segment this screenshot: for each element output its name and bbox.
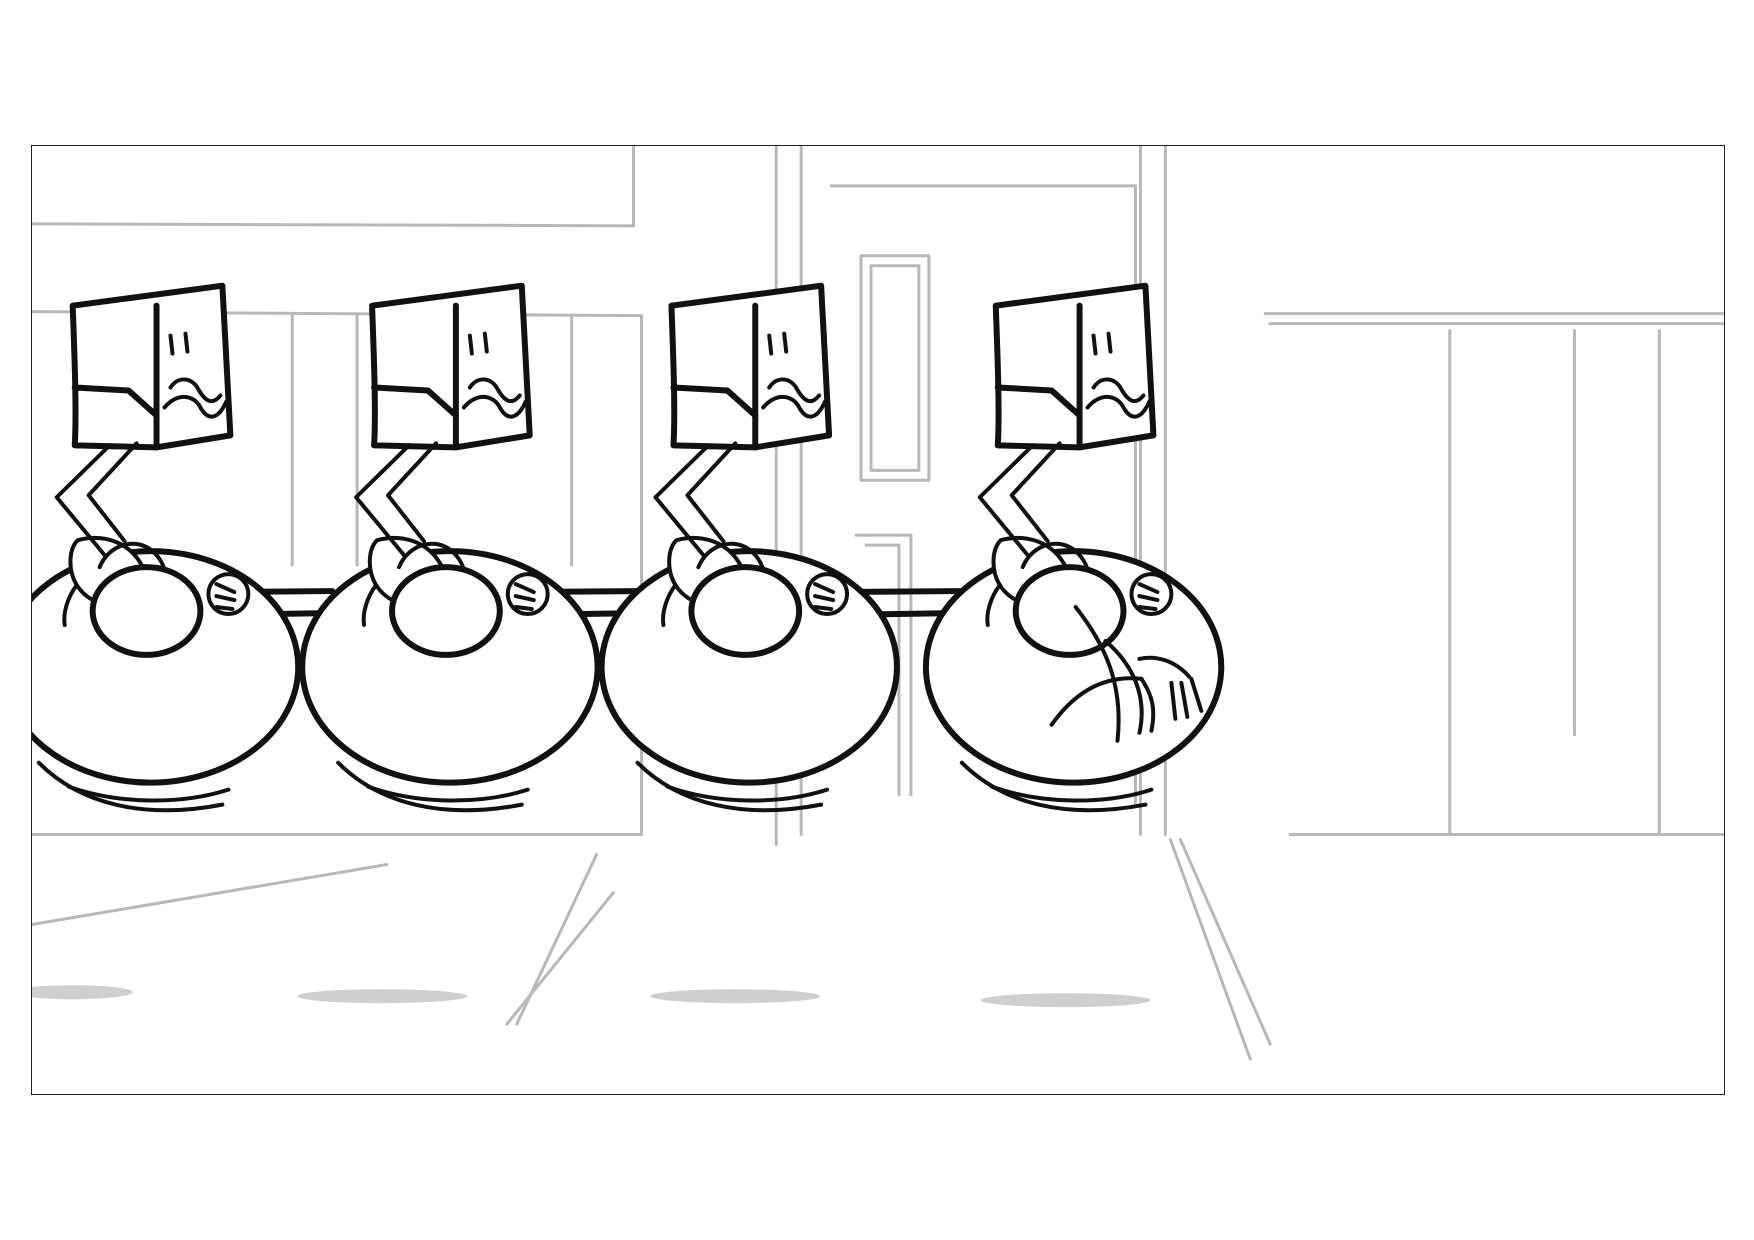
character-2 bbox=[302, 286, 597, 811]
storyboard-panel bbox=[31, 145, 1725, 1095]
floor-shadows bbox=[32, 985, 1151, 1008]
character-4 bbox=[926, 286, 1221, 811]
storyboard-drawing bbox=[32, 146, 1724, 1061]
character-1 bbox=[32, 286, 298, 811]
character-3 bbox=[602, 286, 897, 811]
background-sketch bbox=[32, 146, 1724, 1061]
